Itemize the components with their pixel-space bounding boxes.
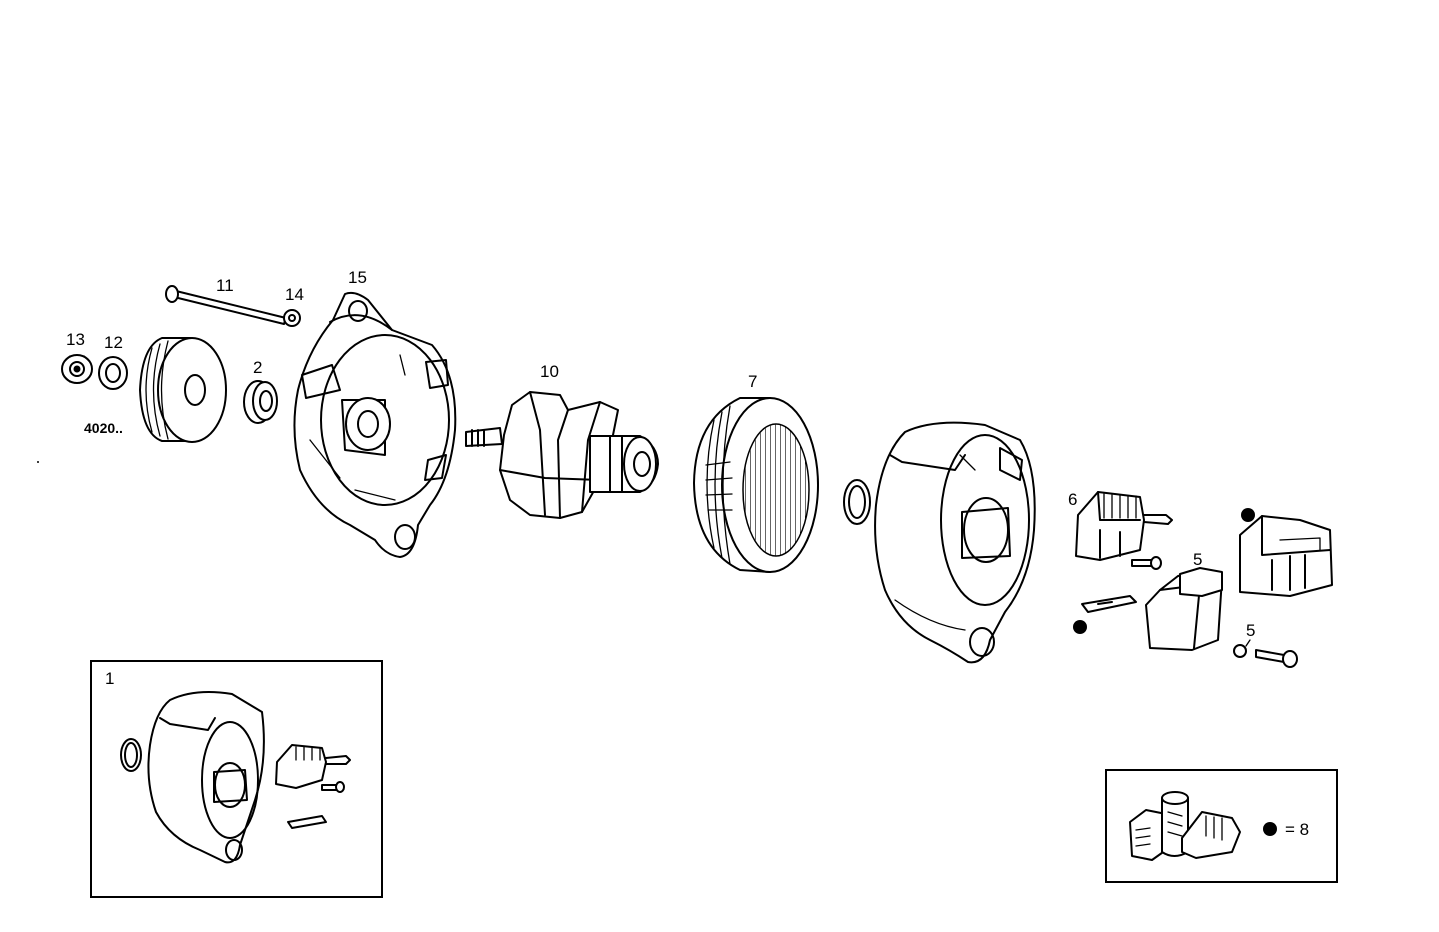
callout-5-a: 5 (1193, 550, 1202, 569)
legend-dot (1263, 822, 1277, 836)
stator-part-7 (693, 397, 819, 573)
front-housing-part-15 (293, 291, 457, 558)
nut-part-14 (283, 309, 301, 327)
inset-kit-1 (90, 660, 383, 898)
nut-part-13 (61, 354, 93, 384)
callout-15: 15 (348, 268, 367, 287)
speck (37, 461, 39, 463)
spacer-part-2 (243, 380, 278, 424)
callout-14: 14 (285, 285, 304, 304)
reference-code: 4020.. (84, 420, 123, 436)
screw-small (1131, 556, 1162, 570)
callout-6: 6 (1068, 490, 1077, 509)
callout-12: 12 (104, 333, 123, 352)
pulley (139, 337, 227, 443)
screw-part-5 (1233, 639, 1298, 668)
legend-box (1105, 769, 1338, 883)
brush-bracket (1081, 595, 1137, 613)
rear-housing (874, 421, 1036, 664)
callout-2: 2 (253, 358, 262, 377)
callout-5-b: 5 (1246, 621, 1255, 640)
callout-11: 11 (216, 276, 234, 295)
brush-holder-part-5 (1145, 567, 1223, 651)
callout-10: 10 (540, 362, 559, 381)
marker-dot-regulator (1241, 508, 1255, 522)
voltage-regulator (1239, 515, 1333, 597)
washer-part-12 (98, 356, 128, 390)
bolt-part-11 (165, 285, 287, 325)
callout-7: 7 (748, 372, 757, 391)
o-ring (843, 479, 871, 525)
callout-1: 1 (105, 669, 114, 688)
rotor-part-10 (465, 391, 659, 519)
callout-13: 13 (66, 330, 85, 349)
rectifier-part-6 (1075, 491, 1173, 561)
marker-dot-bracket (1073, 620, 1087, 634)
legend-label: = 8 (1285, 820, 1309, 839)
